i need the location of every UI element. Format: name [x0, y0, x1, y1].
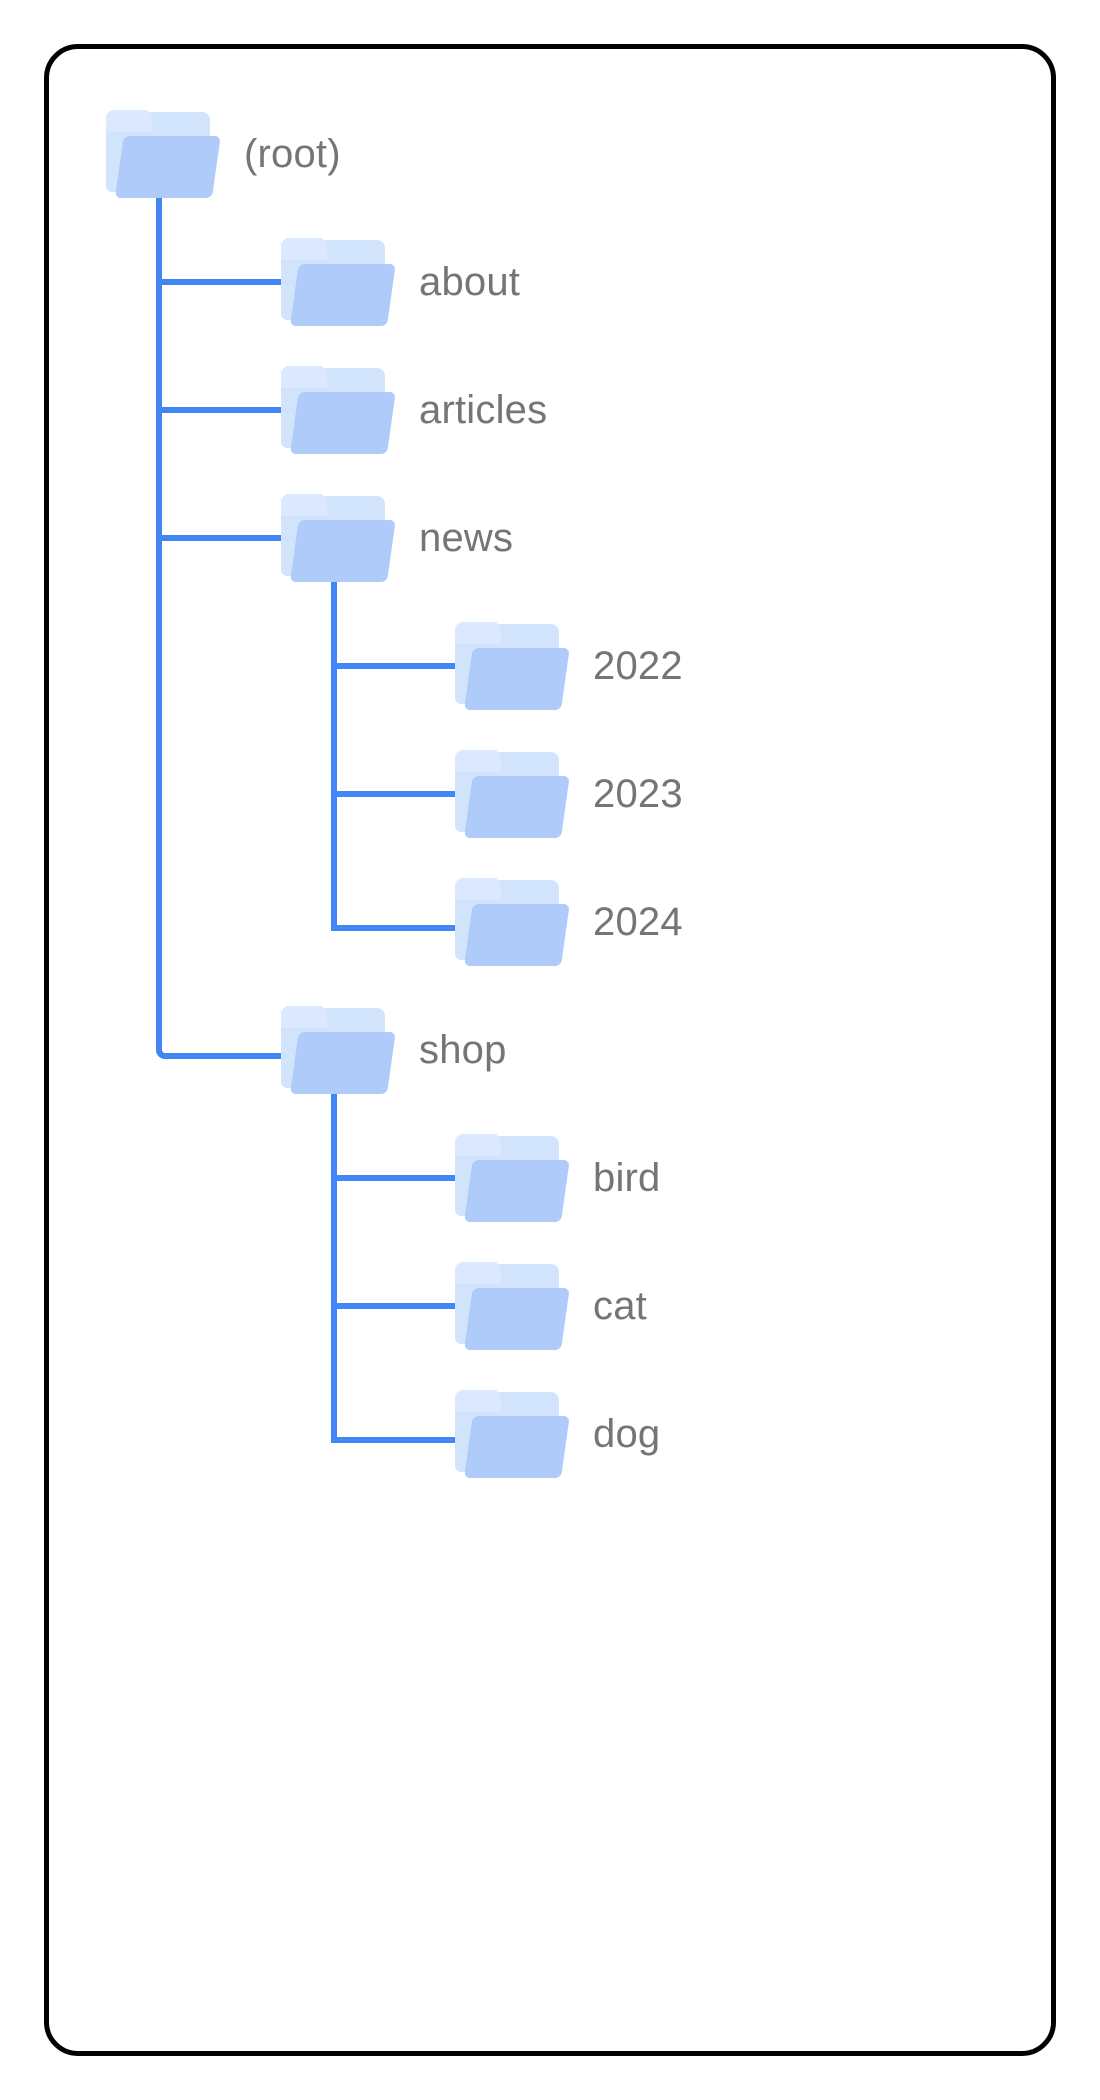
- folder-icon: [455, 622, 570, 710]
- folder-icon: [455, 1262, 570, 1350]
- folder-icon: [455, 750, 570, 838]
- connector-horizontal: [331, 663, 467, 669]
- tree-node-dog[interactable]: dog: [455, 1390, 660, 1478]
- tree-node-cat[interactable]: cat: [455, 1262, 647, 1350]
- folder-front: [464, 776, 570, 838]
- folder-icon: [106, 110, 221, 198]
- tree-node-label: shop: [419, 1028, 507, 1072]
- folder-front: [464, 904, 570, 966]
- connector-horizontal: [156, 407, 293, 413]
- tree-node-articles[interactable]: articles: [281, 366, 547, 454]
- folder-icon: [455, 1390, 570, 1478]
- folder-icon: [281, 494, 396, 582]
- folder-tab: [455, 1134, 501, 1156]
- folder-icon: [455, 878, 570, 966]
- tree-node-2024[interactable]: 2024: [455, 878, 683, 966]
- folder-tab: [455, 1390, 501, 1412]
- folder-front: [290, 392, 396, 454]
- connector-horizontal: [156, 535, 293, 541]
- diagram-card: (root) about articles news 2022 2023 2024 shop b…: [44, 44, 1056, 2056]
- folder-icon: [455, 1134, 570, 1222]
- tree-node-label: dog: [593, 1412, 661, 1456]
- tree-node-label: 2024: [593, 900, 683, 944]
- connector-horizontal: [331, 791, 467, 797]
- folder-icon: [281, 1006, 396, 1094]
- folder-icon: [281, 238, 396, 326]
- tree-node-label: news: [419, 516, 514, 560]
- folder-front: [115, 136, 221, 198]
- tree-node-label: bird: [593, 1156, 661, 1200]
- tree-node-label: cat: [593, 1284, 647, 1328]
- folder-tab: [281, 494, 327, 516]
- folder-front: [290, 1032, 396, 1094]
- tree-node-root[interactable]: (root): [106, 110, 341, 198]
- connector-elbow: [331, 1084, 473, 1443]
- folder-front: [464, 648, 570, 710]
- connector-horizontal: [156, 279, 293, 285]
- folder-tab: [455, 622, 501, 644]
- folder-front: [464, 1160, 570, 1222]
- folder-tab: [455, 878, 501, 900]
- folder-tab: [455, 750, 501, 772]
- folder-tab: [106, 110, 152, 132]
- folder-tab: [281, 1006, 327, 1028]
- tree-node-bird[interactable]: bird: [455, 1134, 661, 1222]
- folder-front: [464, 1416, 570, 1478]
- tree-node-label: (root): [244, 132, 341, 176]
- tree-node-shop[interactable]: shop: [281, 1006, 507, 1094]
- tree-node-label: 2022: [593, 644, 683, 688]
- folder-front: [464, 1288, 570, 1350]
- connector-horizontal: [331, 1175, 467, 1181]
- folder-front: [290, 520, 396, 582]
- tree-node-2023[interactable]: 2023: [455, 750, 683, 838]
- folder-front: [290, 264, 396, 326]
- tree-node-news[interactable]: news: [281, 494, 513, 582]
- connector-elbow: [331, 572, 473, 931]
- tree-node-label: about: [419, 260, 521, 304]
- connector-elbow: [156, 188, 299, 1059]
- connector-horizontal: [331, 1303, 467, 1309]
- connector-spine: [156, 188, 162, 1050]
- tree-canvas: (root) about articles news 2022 2023 2024 shop b…: [49, 49, 1051, 2051]
- tree-node-about[interactable]: about: [281, 238, 520, 326]
- folder-tab: [455, 1262, 501, 1284]
- folder-icon: [281, 366, 396, 454]
- tree-node-label: 2023: [593, 772, 683, 816]
- tree-node-2022[interactable]: 2022: [455, 622, 683, 710]
- folder-tab: [281, 238, 327, 260]
- folder-tab: [281, 366, 327, 388]
- tree-node-label: articles: [419, 388, 548, 432]
